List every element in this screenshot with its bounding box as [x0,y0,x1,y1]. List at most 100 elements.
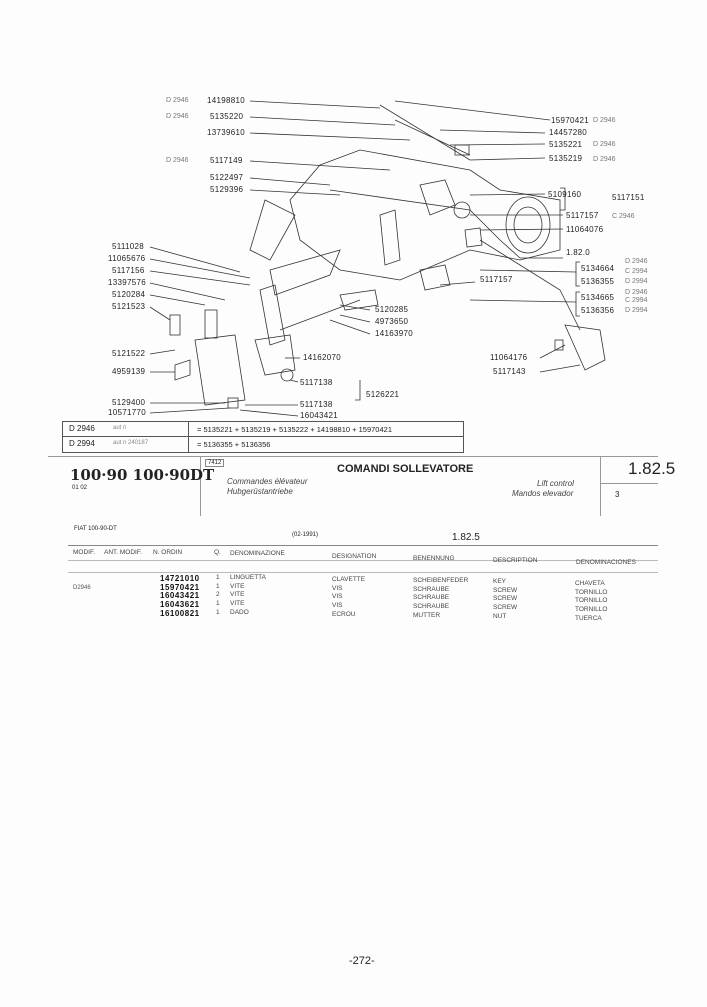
cell-de: MUTTER [413,611,441,619]
part-label: 14457280 [549,128,587,137]
part-label: 5135220 [210,112,244,121]
cell-fr: CLAVETTE [332,576,366,583]
part-label: 5117149 [210,156,243,165]
cell-fr: VIS [332,602,343,610]
part-label: 5117138 [300,378,333,387]
cell-part: 15970421 [160,582,200,592]
header-cell: Q. [214,549,221,556]
mod-replacement: = 5135221 + 5135219 + 5135222 + 14198810… [197,425,392,434]
cell-es: TORNILLO [575,606,608,614]
part-label: 5121522 [112,349,146,358]
part-label: 13397576 [108,278,146,287]
cell-en: KEY [493,578,507,585]
mod-code: C 2994 [625,268,648,275]
cell-part: 16100821 [160,608,200,618]
ref-number: 7412 [205,459,225,467]
cell-it: VITE [230,591,245,599]
cell-part: 16043421 [160,591,200,601]
cell-fr: VIS [332,593,343,601]
mod-code: D 2946 [593,117,616,124]
part-label: 5136356 [581,306,615,315]
part-label: 1.82.0 [566,248,591,257]
part-label: 5135221 [549,140,583,149]
part-label: 5117143 [493,367,526,376]
part-label: 5117157 [480,275,513,284]
part-label: 5117157 [566,211,599,220]
cell-es: TORNILLO [575,597,608,605]
part-label: 5134664 [581,264,615,273]
cell-q: 2 [216,591,220,599]
header-cell: MODIF. [73,549,96,556]
section-title: COMANDI SOLLEVATORE [337,463,474,475]
mod-code: D 2994 [69,439,95,448]
model-name: 100·90 100·90DT [70,466,215,484]
part-label: 5121523 [112,302,146,311]
cell-en: NUT [493,612,507,620]
part-label: 15970421 [551,116,589,125]
exploded-diagram [149,100,606,417]
part-label: 14163970 [375,329,413,338]
mod-code: D 2946 [166,113,189,120]
mod-code: D 2946 [625,258,648,265]
part-label: 5126221 [366,390,400,399]
cell-es: CHAVETA [575,580,605,587]
part-label: 5109160 [548,190,582,199]
part-label: 5120285 [375,305,409,314]
page-number: -272- [349,955,375,967]
part-label: 5117156 [112,266,145,275]
header-cell: N. ORDIN [153,549,183,556]
part-label: 4959139 [112,367,146,376]
title-french: Commandes élévateur [227,477,308,486]
part-label: 11065676 [108,254,146,263]
modification-table: D 2946 aut n = 5135221 + 5135219 + 51352… [62,421,464,453]
mod-code: D 2994 [625,278,648,285]
part-label: 5136355 [581,277,615,286]
part-label: 4973650 [375,317,409,326]
cell-q: 1 [216,608,220,616]
part-label: 5117138 [300,400,333,409]
part-label: 5134665 [581,293,615,302]
mod-replacement: = 5136355 + 5136356 [197,440,271,449]
cell-es: TUERCA [575,614,602,622]
part-label: 5129396 [210,185,244,194]
part-label: 16043421 [300,411,338,420]
header-cell: DENOMINAZIONE [230,550,285,557]
mod-code: D 2946 [166,157,189,164]
header-cell: ANT. MODIF. [104,549,142,556]
cell-q: 1 [216,582,220,590]
cell-it: VITE [230,600,245,608]
mod-code: D 2946 [593,141,616,148]
date-label: (02-1991) [292,532,319,538]
part-label: 5122497 [210,173,244,182]
model-sub: 01 02 [72,485,88,491]
title-german: Hubgerüstantriebe [227,487,293,496]
mod-code: D 2946 [593,156,616,163]
header-cell: DENOMINACIONES [576,559,636,566]
part-label: 5129400 [112,398,146,407]
mod-code: D 2994 [625,307,648,314]
part-label: 10571770 [108,408,146,417]
header-cell: BENENNUNG [413,555,455,562]
cell-part: 16043621 [160,600,200,610]
cell-en: SCREW [493,595,518,603]
part-label: 5120284 [112,290,146,299]
cell-es: TORNILLO [575,588,608,596]
part-label: 5117151 [612,193,645,202]
part-label: 11064076 [566,225,604,234]
cell-modif: D2946 [73,584,91,591]
header-cell: DESIGNATION [332,553,377,560]
title-spanish: Mandos elevador [512,489,574,498]
page-count: 3 [615,490,620,499]
cell-part: 14721010 [160,574,200,583]
section-number: 1.82.5 [628,459,676,478]
header-cell: DESCRIPTION [493,557,538,564]
table-section: 1.82.5 [452,532,480,543]
cell-de: SCHRAUBE [413,594,450,602]
part-label: 13739610 [207,128,245,137]
mod-note: aut n [113,425,127,431]
cell-de: SCHRAUBE [413,603,450,611]
cell-q: 1 [216,600,220,608]
cell-fr: ECROU [332,610,356,618]
part-label: 14198810 [207,96,245,105]
